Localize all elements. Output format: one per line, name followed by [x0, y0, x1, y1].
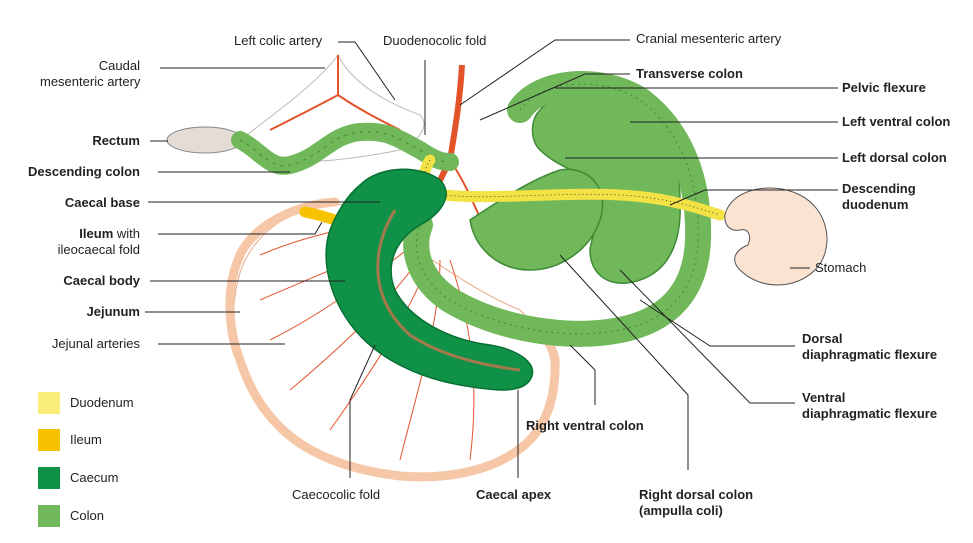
label-pelvic-flexure: Pelvic flexure: [842, 80, 926, 95]
label-transverse-colon: Transverse colon: [636, 66, 743, 81]
leader-descending-duodenum: [669, 189, 838, 206]
leader-ileum: [158, 221, 323, 235]
label-jejunal-arteries: Jejunal arteries: [51, 336, 140, 351]
legend-item-duodenum: Duodenum: [38, 392, 198, 416]
legend-swatch: [38, 467, 60, 489]
label-caecocolic-fold: Caecocolic fold: [292, 487, 381, 502]
legend-swatch: [38, 505, 60, 527]
descending-colon-texture: [239, 131, 451, 167]
label-jejunum: Jejunum: [86, 304, 140, 319]
label-right-dorsal-colon: Right dorsal colon (ampulla coli): [639, 487, 754, 518]
label-descending-duodenum: Descending duodenum: [842, 181, 916, 212]
legend-swatch: [38, 392, 60, 414]
label-stomach: Stomach: [815, 260, 867, 275]
leader-right-dorsal: [559, 254, 689, 470]
colon-loop-texture: [415, 83, 699, 335]
duodenum-texture: [424, 159, 721, 216]
label-ventral-diaphragmatic-flexure: Ventral diaphragmatic flexure: [802, 390, 938, 421]
leader-right-ventral: [569, 344, 596, 405]
label-left-dorsal-colon: Left dorsal colon: [842, 150, 947, 165]
label-caecal-body: Caecal body: [63, 273, 140, 288]
label-duodenocolic-fold: Duodenocolic fold: [383, 33, 487, 48]
legend-label: Ileum: [70, 432, 102, 447]
label-left-ventral-colon: Left ventral colon: [842, 114, 951, 129]
stomach-shape: [724, 187, 828, 286]
label-dorsal-diaphragmatic-flexure: Dorsal diaphragmatic flexure: [802, 331, 938, 362]
legend-label: Caecum: [70, 470, 119, 485]
legend-item-colon: Colon: [38, 505, 198, 529]
label-left-colic-artery: Left colic artery: [234, 33, 323, 48]
label-caudal-mesenteric-artery: Caudal mesenteric artery: [40, 58, 141, 89]
legend-item-ileum: Ileum: [38, 429, 198, 453]
leader-transverse-colon: [479, 73, 630, 121]
leader-dorsal-flexure: [639, 299, 795, 347]
jejunum-border: [225, 197, 560, 482]
label-rectum: Rectum: [92, 133, 140, 148]
legend-item-caecum: Caecum: [38, 467, 198, 491]
label-ileum: Ileum with ileocaecal fold: [57, 226, 140, 257]
label-cranial-mesenteric-artery: Cranial mesenteric artery: [636, 31, 782, 46]
leader-ventral-flexure: [619, 269, 795, 404]
caecum-shape: [325, 168, 534, 391]
legend-label: Colon: [70, 508, 104, 523]
leader-left-colic: [338, 41, 396, 101]
leader-cranial-mesenteric: [459, 39, 630, 106]
caecocolic-fold-line: [376, 209, 521, 372]
label-caecal-base: Caecal base: [64, 195, 140, 210]
legend-swatch: [38, 429, 60, 451]
label-descending-colon: Descending colon: [28, 164, 140, 179]
legend-label: Duodenum: [70, 395, 134, 410]
label-right-ventral-colon: Right ventral colon: [526, 418, 644, 433]
leader-caecocolic: [349, 344, 376, 478]
label-caecal-apex: Caecal apex: [476, 487, 552, 502]
